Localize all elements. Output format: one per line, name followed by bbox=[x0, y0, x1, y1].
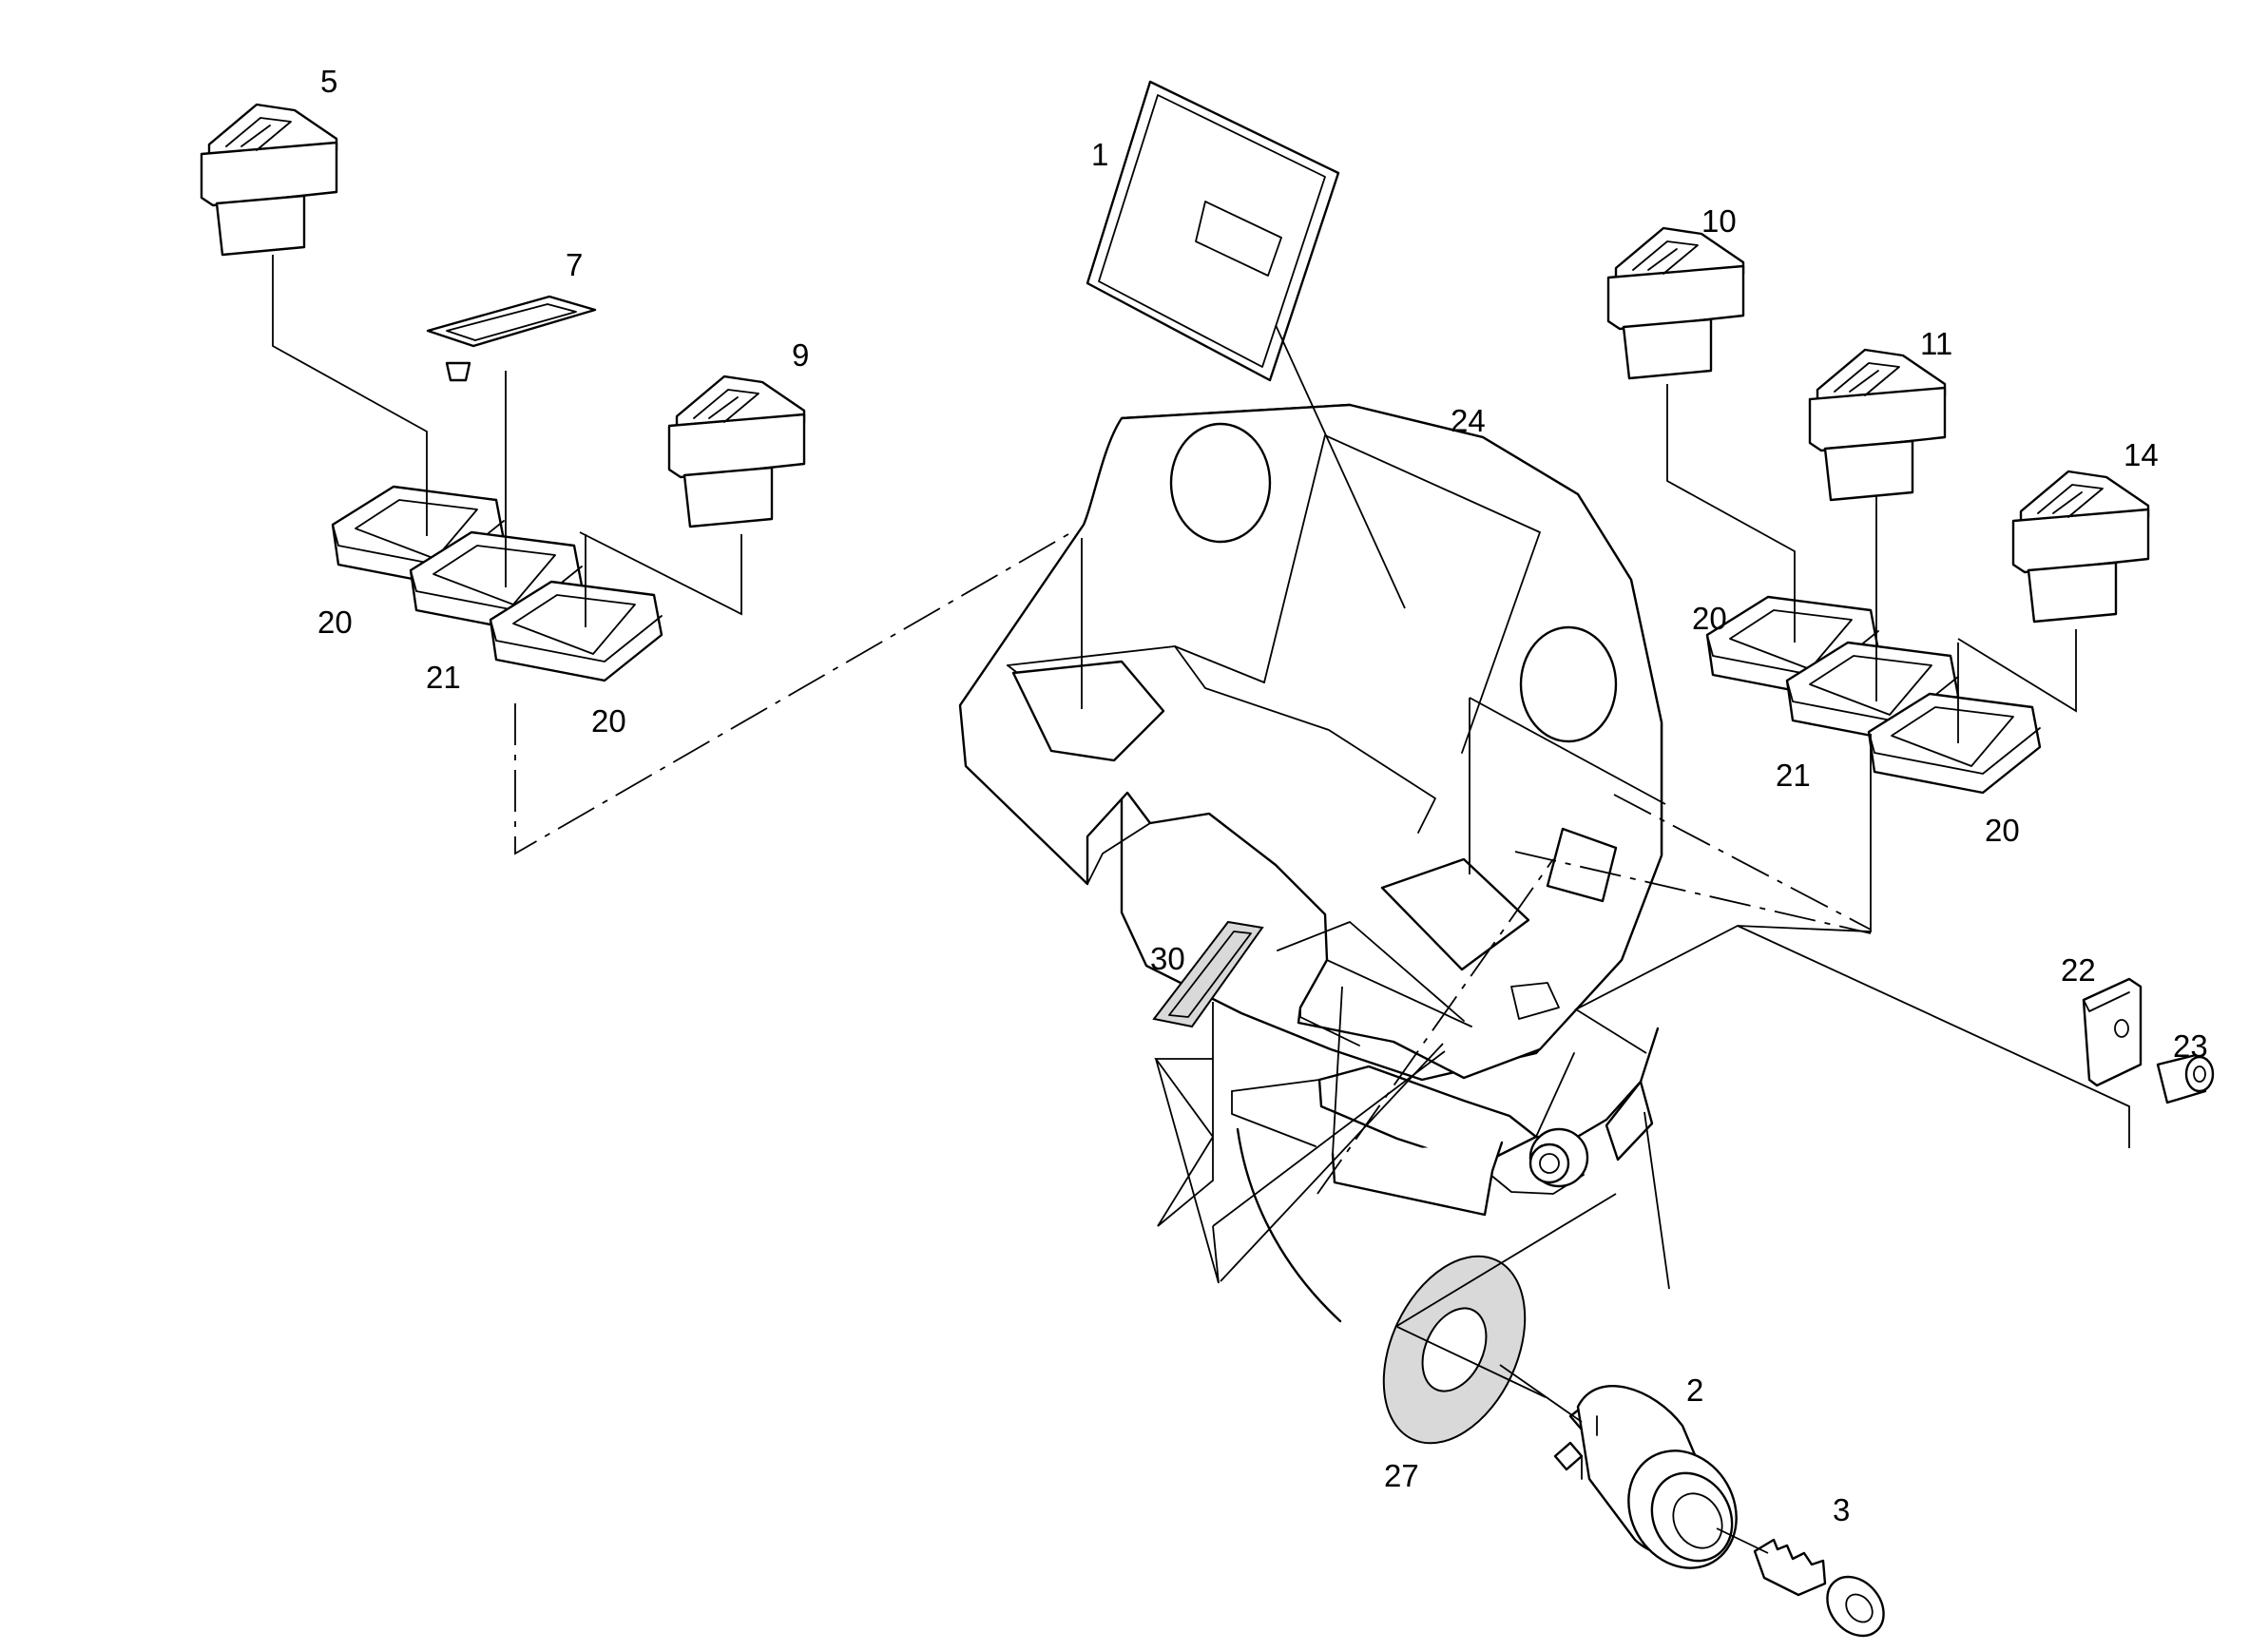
rocker-switch-5 bbox=[200, 103, 338, 257]
right-switch-group bbox=[1606, 226, 2150, 795]
callout-14: 14 bbox=[2124, 437, 2159, 472]
callout-30: 30 bbox=[1150, 941, 1185, 976]
rocker-switch-9 bbox=[667, 374, 806, 528]
callout-9: 9 bbox=[792, 337, 809, 373]
callout-21-left: 21 bbox=[426, 660, 461, 695]
lens-cover-7 bbox=[426, 295, 597, 382]
callout-21-right: 21 bbox=[1776, 758, 1811, 793]
callout-3: 3 bbox=[1833, 1492, 1850, 1527]
ignition-switch-2 bbox=[1553, 1385, 1738, 1569]
callout-10: 10 bbox=[1701, 203, 1737, 239]
ring-27 bbox=[1382, 1255, 1527, 1445]
callout-11: 11 bbox=[1920, 326, 1952, 361]
left-switch-group bbox=[200, 103, 806, 682]
callout-2: 2 bbox=[1686, 1373, 1703, 1408]
bracket-22 bbox=[2082, 977, 2143, 1087]
rocker-switch-14 bbox=[2011, 470, 2150, 624]
dashboard-console-24 bbox=[958, 403, 1663, 1323]
monitor-display-1 bbox=[1086, 80, 1340, 382]
callout-7: 7 bbox=[566, 247, 583, 282]
callout-5: 5 bbox=[320, 64, 337, 99]
callout-20-left-b: 20 bbox=[591, 703, 626, 739]
nut-23 bbox=[2156, 1053, 2215, 1104]
dash-dot-lines bbox=[514, 533, 1872, 1195]
decal-30 bbox=[1152, 920, 1264, 1028]
rocker-switch-10 bbox=[1606, 226, 1745, 380]
callout-1: 1 bbox=[1091, 137, 1108, 172]
callout-22: 22 bbox=[2061, 952, 2096, 988]
callout-20-right: 20 bbox=[1692, 601, 1727, 636]
callout-23: 23 bbox=[2173, 1028, 2208, 1064]
callout-labels: 5 7 9 1 24 10 11 14 20 21 20 20 21 20 30… bbox=[317, 64, 2208, 1527]
leader-lines bbox=[272, 255, 2130, 1554]
rocker-switch-11 bbox=[1808, 348, 1947, 502]
callout-24: 24 bbox=[1451, 403, 1486, 438]
callout-20-right-b: 20 bbox=[1985, 813, 2020, 848]
callout-20-left: 20 bbox=[317, 605, 353, 640]
ignition-key-3 bbox=[1753, 1538, 1885, 1638]
callout-27: 27 bbox=[1384, 1458, 1419, 1493]
